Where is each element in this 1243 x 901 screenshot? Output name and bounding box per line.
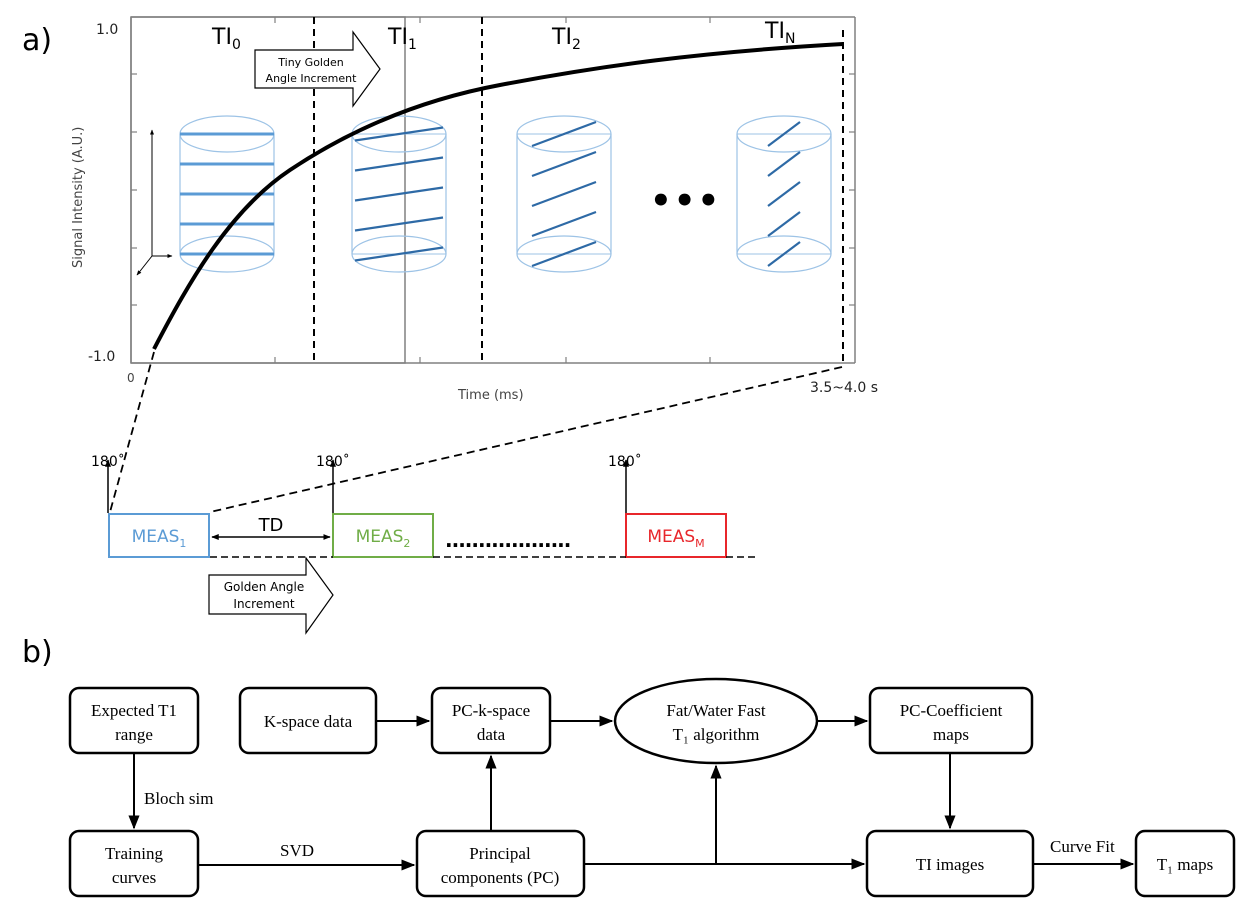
meas-box-1 xyxy=(108,513,210,558)
golden-angle-arrow: Golden Angle Increment xyxy=(208,556,334,635)
y-tick-bottom: -1.0 xyxy=(88,349,115,365)
node-training-curves: Training curves xyxy=(68,829,200,898)
kspace-spoke xyxy=(531,120,597,148)
node-kspace-data: K-space data xyxy=(238,686,378,755)
node-pc-coefficient-maps: PC-Coefficient maps xyxy=(868,686,1034,755)
y-tick-top: 1.0 xyxy=(96,22,118,38)
svg-text:T₁ algorithm: T₁ algorithm xyxy=(673,725,760,744)
svg-text:Training: Training xyxy=(105,844,163,863)
edge-label-curve-fit: Curve Fit xyxy=(1050,837,1115,856)
axes-3d-icon xyxy=(136,129,173,276)
cylinder-ti1 xyxy=(351,115,447,273)
svg-text:Tiny Golden: Tiny Golden xyxy=(277,56,343,69)
node-t1-maps: T₁ maps xyxy=(1134,829,1236,898)
meas-label-2: MEAS2 xyxy=(356,527,411,550)
kspace-spoke xyxy=(354,156,444,172)
kspace-spoke xyxy=(354,216,444,232)
meas-label-m: MEASM xyxy=(647,527,704,550)
edge-label-svd: SVD xyxy=(280,841,314,860)
node-pc-kspace-data: PC-k-space data xyxy=(430,686,552,755)
kspace-spoke xyxy=(767,241,801,267)
pulse-label-2: 180˚ xyxy=(316,453,350,470)
node-ti-images: TI images xyxy=(865,829,1035,898)
svg-text:PC-k-space: PC-k-space xyxy=(452,701,530,720)
pulse-label-m: 180˚ xyxy=(608,453,642,470)
kspace-spoke xyxy=(531,240,597,268)
kspace-spoke xyxy=(767,121,801,147)
svg-text:T₁ maps: T₁ maps xyxy=(1157,855,1213,874)
cylinder-ti2 xyxy=(516,115,612,273)
plot-frame xyxy=(130,16,856,364)
ellipsis-dots: ••• xyxy=(650,181,721,221)
kspace-spoke xyxy=(767,181,801,207)
svg-text:components (PC): components (PC) xyxy=(441,868,560,887)
ti-label-2: TI2 xyxy=(551,25,581,53)
edge-label-bloch: Bloch sim xyxy=(144,789,213,808)
kspace-cylinders xyxy=(179,115,832,273)
svg-text:curves: curves xyxy=(112,868,156,887)
axis-ticks xyxy=(131,17,855,363)
kspace-spoke xyxy=(531,150,597,178)
node-expected-t1: Expected T1 range xyxy=(68,686,200,755)
zoom-connector-left xyxy=(109,351,155,513)
flow-edges xyxy=(128,715,1135,871)
ti-label-n: TIN xyxy=(764,19,795,47)
cylinder-tin xyxy=(736,115,832,273)
svg-text:PC-Coefficient: PC-Coefficient xyxy=(900,701,1003,720)
zoom-connector-right xyxy=(209,366,843,513)
ti-label-1: TI1 xyxy=(387,25,417,53)
svg-text:Angle Increment: Angle Increment xyxy=(266,72,358,85)
svg-text:Fat/Water Fast: Fat/Water Fast xyxy=(666,701,765,720)
y-axis-label: Signal Intensity (A.U.) xyxy=(71,127,86,268)
kspace-spoke xyxy=(767,211,801,237)
svg-text:Increment: Increment xyxy=(233,597,294,611)
meas-box-2 xyxy=(332,513,434,558)
x-end-label: 3.5~4.0 s xyxy=(810,380,878,396)
svg-text:K-space data: K-space data xyxy=(264,712,353,731)
tiny-golden-angle-arrow: Tiny Golden Angle Increment xyxy=(254,30,381,108)
panel-a-label: a) xyxy=(22,23,52,58)
sequence-timeline: 180˚ 180˚ 180˚ MEAS1 MEAS2 MEASM TD ....… xyxy=(91,453,756,635)
kspace-spoke xyxy=(531,210,597,238)
svg-text:Principal: Principal xyxy=(469,844,531,863)
kspace-spoke xyxy=(354,186,444,202)
flowchart: Expected T1 range K-space data PC-k-spac… xyxy=(68,677,1236,898)
ti-dividers xyxy=(313,17,844,363)
td-label: TD xyxy=(258,515,284,536)
meas-dots: ................... xyxy=(445,528,570,552)
panel-b-label: b) xyxy=(22,635,53,670)
x-axis-label: Time (ms) xyxy=(457,388,524,403)
kspace-spoke xyxy=(767,151,801,177)
svg-text:data: data xyxy=(477,725,506,744)
svg-text:maps: maps xyxy=(933,725,969,744)
x-tick-origin: 0 xyxy=(127,371,135,385)
kspace-spoke xyxy=(354,246,444,262)
meas-box-m xyxy=(625,513,727,558)
meas-label-1: MEAS1 xyxy=(132,527,187,550)
node-fat-water-algorithm: Fat/Water Fast T₁ algorithm xyxy=(613,677,819,765)
svg-text:Expected T1: Expected T1 xyxy=(91,701,177,720)
pulse-label-1: 180˚ xyxy=(91,453,125,470)
recovery-curve xyxy=(152,42,844,350)
svg-text:range: range xyxy=(115,725,153,744)
kspace-spoke xyxy=(354,126,444,142)
svg-text:TI images: TI images xyxy=(916,855,984,874)
kspace-spoke xyxy=(531,180,597,208)
node-principal-components: Principal components (PC) xyxy=(415,829,586,898)
svg-text:Golden Angle: Golden Angle xyxy=(224,580,305,594)
ti-label-0: TI0 xyxy=(211,25,241,53)
